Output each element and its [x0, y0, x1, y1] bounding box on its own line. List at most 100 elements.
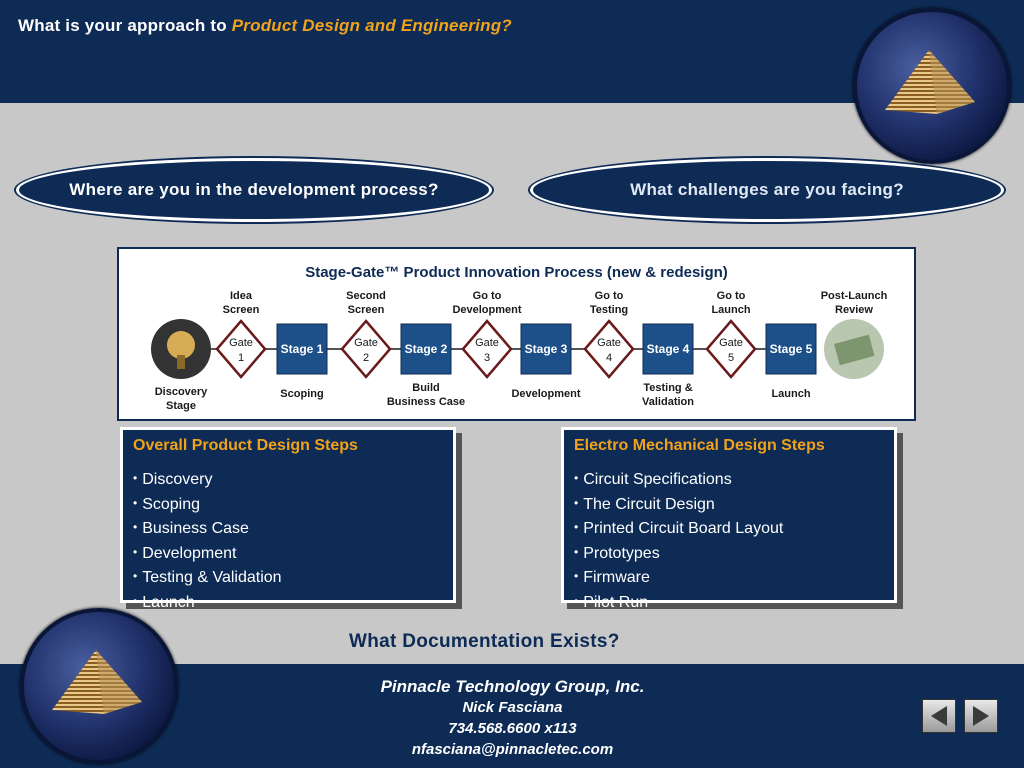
overall-step-item: • Scoping — [133, 492, 282, 517]
overall-step-item: • Discovery — [133, 467, 282, 492]
gate-diamond — [705, 319, 757, 379]
electro-steps-title: Electro Mechanical Design Steps — [574, 437, 825, 454]
overall-step-item: • Testing & Validation — [133, 565, 282, 590]
stage-gate-diagram: Stage-Gate™ Product Innovation Process (… — [117, 247, 916, 421]
overall-step-item-label: Testing & Validation — [142, 569, 282, 587]
stage-label: Stage 4 — [647, 342, 690, 356]
gate-title: Development — [452, 304, 521, 316]
electro-step-item-label: Pilot Run — [583, 593, 649, 611]
gate-title: Testing — [590, 304, 628, 316]
stage-description: Development — [511, 388, 580, 400]
overall-step-item-label: Scoping — [142, 495, 201, 513]
gate-number: 1 — [238, 352, 244, 364]
contact-email[interactable]: nfasciana@pinnacletec.com — [411, 741, 614, 758]
previous-slide-button[interactable] — [922, 699, 956, 733]
stage-description: Testing & — [643, 382, 692, 394]
stage-description: Validation — [642, 396, 694, 408]
stage-description: Launch — [771, 388, 810, 400]
pyramid-logo-bottom — [20, 608, 178, 764]
gate-number: 2 — [363, 352, 369, 364]
triangle-left-icon — [931, 706, 947, 726]
money-icon — [834, 334, 875, 366]
bullet-icon: • — [574, 544, 579, 559]
contact-name: Nick Fasciana — [462, 699, 563, 716]
overall-step-item: •Development — [133, 541, 282, 566]
contact-phone: 734.568.6600 x113 — [448, 720, 577, 737]
bullet-icon: • — [133, 471, 138, 485]
post-launch-label: Post-Launch — [821, 290, 888, 302]
gate-label: Gate — [597, 337, 621, 349]
title-suffix: ? — [501, 16, 512, 35]
stage-description: Business Case — [387, 396, 465, 408]
bullet-icon: • — [574, 520, 579, 535]
gate-title: Screen — [348, 304, 385, 316]
company-name: Pinnacle Technology Group, Inc. — [380, 677, 645, 696]
gate-label: Gate — [719, 337, 743, 349]
discovery-label: Discovery — [155, 386, 208, 398]
gate-label: Gate — [229, 337, 253, 349]
gate-title: Second — [346, 290, 386, 302]
gate-label: Gate — [354, 337, 378, 349]
gate-title: Go to — [595, 290, 624, 302]
electro-step-item: •Circuit Specifications — [574, 467, 783, 492]
next-slide-button[interactable] — [964, 699, 998, 733]
gate-diamond — [340, 319, 392, 379]
stage-box — [520, 323, 572, 375]
gate-title: Go to — [717, 290, 746, 302]
overall-steps-title: Overall Product Design Steps — [133, 437, 358, 454]
overall-step-item-label: Discovery — [142, 471, 213, 488]
title-accent: Product Design and Engineering — [231, 16, 502, 35]
gate-diamond — [461, 319, 513, 379]
documentation-question: What Documentation Exists? — [349, 631, 620, 652]
post-launch-label: Review — [835, 304, 873, 316]
overall-step-item-label: Business Case — [142, 520, 249, 538]
stage-box — [765, 323, 817, 375]
overall-step-item-label: Launch — [142, 593, 195, 611]
lamp-base-icon — [177, 355, 185, 369]
electro-steps-list: •Circuit Specifications•The Circuit Desi… — [574, 467, 783, 615]
electro-step-item-label: The Circuit Design — [583, 495, 715, 513]
bullet-icon: • — [133, 495, 138, 510]
bullet-icon: • — [133, 569, 138, 584]
stage-label: Stage 3 — [525, 342, 568, 356]
bullet-icon: • — [574, 569, 579, 584]
challenges-label: What challenges are you facing? — [630, 180, 904, 199]
stage-label: Stage 5 — [770, 342, 813, 356]
overall-step-item: • Launch — [133, 590, 282, 615]
stage-label: Stage 1 — [281, 342, 324, 356]
overall-steps-list: •Discovery•Scoping•Business Case•Develop… — [133, 467, 282, 615]
electro-step-item-label: Firmware — [583, 569, 650, 587]
electro-steps-panel: Electro Mechanical Design Steps •Circuit… — [561, 427, 897, 611]
development-process-label: Where are you in the development process… — [69, 180, 439, 199]
bullet-icon: • — [574, 495, 579, 510]
gate-number: 4 — [606, 352, 612, 364]
overall-step-item: •Business Case — [133, 516, 282, 541]
gate-diamond — [215, 319, 267, 379]
gate-title: Idea — [230, 290, 253, 302]
electro-step-item-label: Circuit Specifications — [583, 471, 732, 488]
bullet-icon: • — [133, 593, 138, 608]
overall-step-item-label: Development — [142, 544, 237, 562]
electro-step-item: • Pilot Run — [574, 590, 783, 615]
pyramid-logo-top — [853, 8, 1011, 164]
electro-step-item: • Firmware — [574, 565, 783, 590]
stage-description: Scoping — [280, 388, 323, 400]
stage-box — [400, 323, 452, 375]
contact-block: Pinnacle Technology Group, Inc. Nick Fas… — [340, 676, 685, 760]
gate-number: 5 — [728, 352, 734, 364]
gate-label: Gate — [475, 337, 499, 349]
electro-step-item-label: Prototypes — [583, 544, 660, 562]
stage-label: Stage 2 — [405, 342, 448, 356]
development-process-button[interactable]: Where are you in the development process… — [16, 158, 492, 222]
lamp-glow-icon — [167, 331, 195, 359]
gate-title: Go to — [473, 290, 502, 302]
challenges-button[interactable]: What challenges are you facing? — [530, 158, 1004, 222]
electro-step-item: • The Circuit Design — [574, 492, 783, 517]
gate-title: Screen — [223, 304, 260, 316]
bullet-icon: • — [574, 593, 579, 608]
electro-step-item: •Printed Circuit Board Layout — [574, 516, 783, 541]
title-prefix: What is your approach to — [18, 16, 232, 35]
discovery-label: Stage — [166, 400, 196, 412]
electro-step-item: • Prototypes — [574, 541, 783, 566]
